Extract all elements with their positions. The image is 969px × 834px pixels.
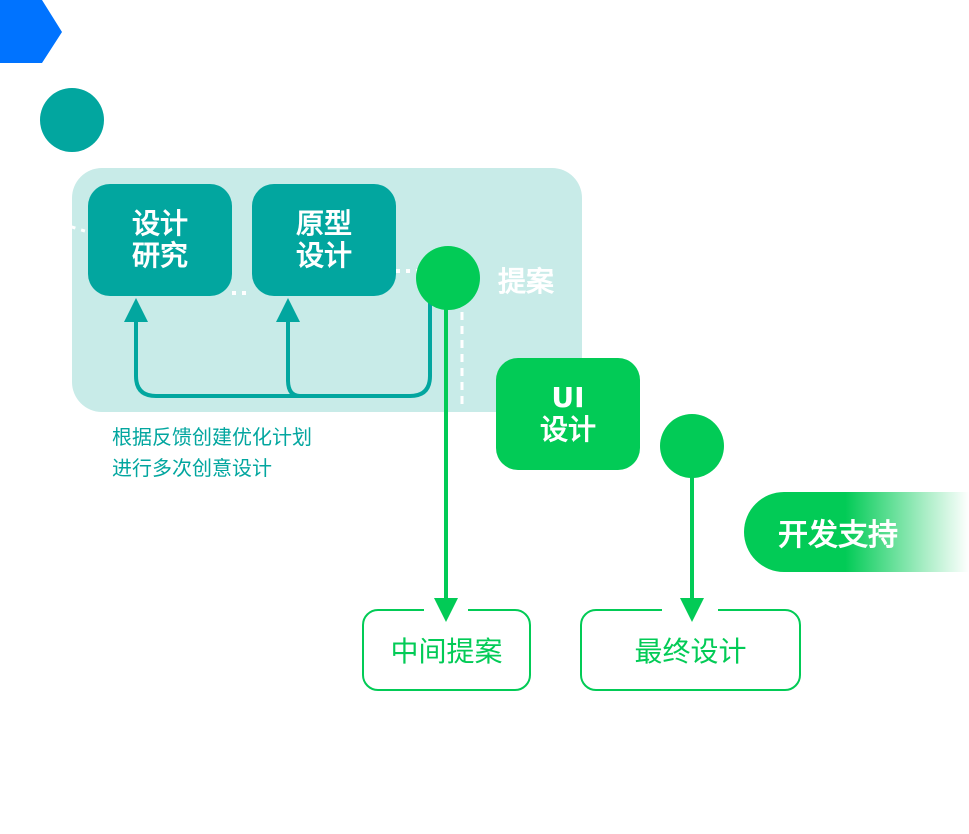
blue-hexagon-marker <box>0 0 62 63</box>
feedback-loop-line <box>134 300 432 398</box>
dotted-connector <box>61 222 89 234</box>
feedback-note-line: 进行多次创意设计 <box>112 456 272 480</box>
final-design-box: 最终设计 <box>580 609 801 691</box>
feedback-loop-line <box>286 318 301 398</box>
teal-dot <box>40 88 104 152</box>
feedback-note-line: 根据反馈创建优化计划 <box>112 425 312 449</box>
proposal-label: 提案 <box>498 265 555 298</box>
box-label: UI <box>551 381 585 414</box>
green-milestone-dot <box>660 414 724 478</box>
dev-support-pill: 开发支持 <box>744 492 969 572</box>
box-label: 设计 <box>295 239 352 272</box>
box-label: 原型 <box>295 207 352 240</box>
intermediate-proposal-box: 中间提案 <box>362 609 531 691</box>
arrow-up-icon <box>276 298 300 322</box>
box-label: 研究 <box>131 239 188 272</box>
prototype-design-box: 原型 设计 <box>252 184 396 296</box>
design-research-box: 设计 研究 <box>88 184 232 296</box>
arrow-up-icon <box>124 298 148 322</box>
box-label: 设计 <box>131 207 188 240</box>
ui-design-box: UI 设计 <box>496 358 640 470</box>
box-label: 设计 <box>539 413 596 446</box>
green-milestone-dot <box>416 246 480 310</box>
